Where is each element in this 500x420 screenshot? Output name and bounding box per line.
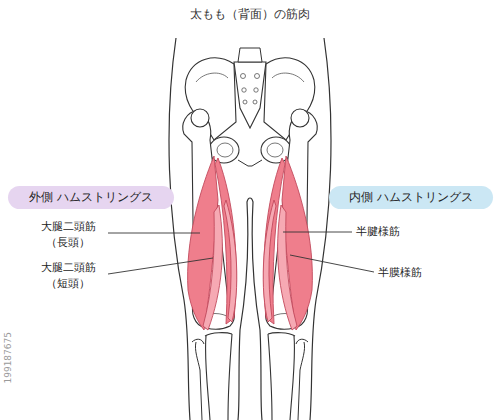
muscle-label: 半膜様筋 [378,265,422,281]
leader-line [108,233,200,234]
group-pill: 外側 ハムストリングス [8,186,174,209]
muscle-label: 大腿二頭筋（短頭） [32,260,104,292]
muscle-label: 半腱様筋 [356,224,400,240]
muscle-label: 大腿二頭筋（長頭） [32,219,104,251]
group-label: 外側 ハムストリングス [29,190,153,205]
leader-line [108,258,213,274]
group-label: 内側 ハムストリングス [349,190,473,205]
leader-line [290,255,374,272]
watermark: 199187675 [3,332,13,384]
leader-line [283,232,352,233]
diagram-title: 太もも（背面）の筋肉 [190,6,310,23]
group-pill: 内側 ハムストリングス [329,186,493,209]
